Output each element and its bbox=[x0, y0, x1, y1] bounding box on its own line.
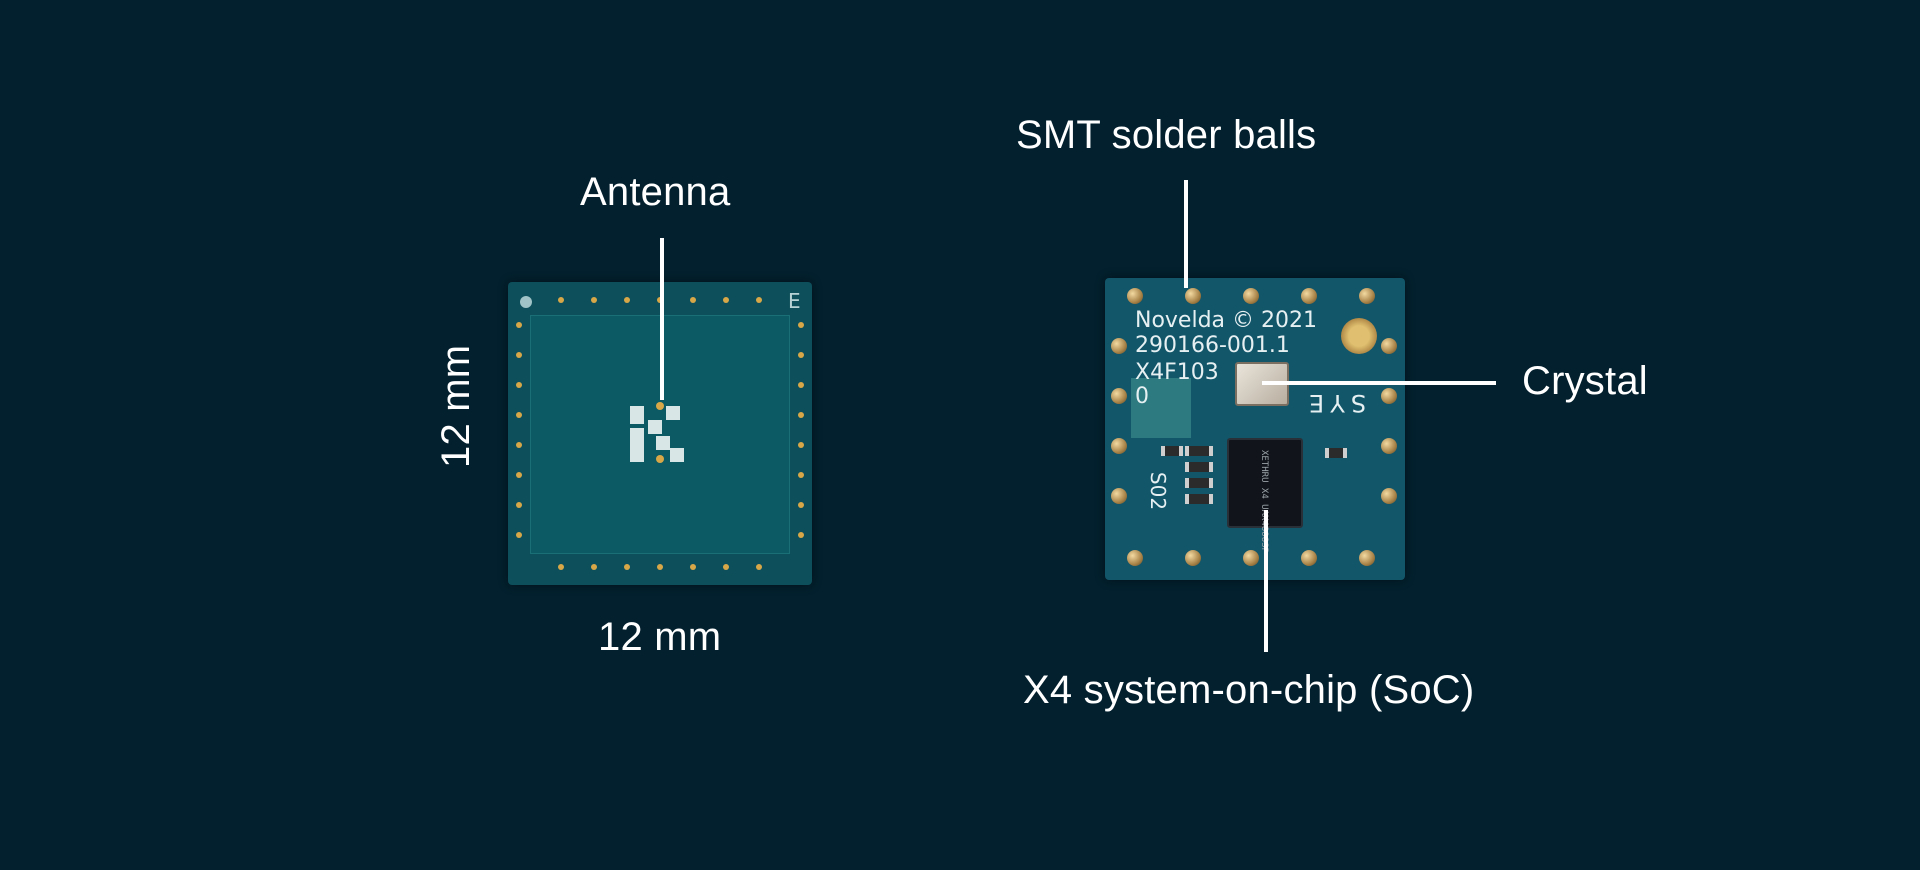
silkscreen-side-text: SYE bbox=[1303, 389, 1367, 417]
gold-pad bbox=[1341, 318, 1377, 354]
label-crystal: Crystal bbox=[1522, 359, 1648, 403]
label-dim-vertical: 12 mm bbox=[434, 344, 478, 468]
leader-crystal bbox=[1262, 381, 1496, 385]
leader-soc bbox=[1264, 510, 1268, 652]
corner-letter: E bbox=[788, 289, 801, 313]
silkscreen-side-text-2: S02 bbox=[1146, 471, 1171, 511]
silkscreen-line1: Novelda © 2021 bbox=[1135, 308, 1318, 333]
silkscreen-line2: 290166-001.1 bbox=[1135, 333, 1290, 358]
label-dim-horizontal: 12 mm bbox=[598, 615, 722, 659]
label-soc: X4 system-on-chip (SoC) bbox=[1023, 668, 1475, 712]
leader-smt-solder-balls bbox=[1184, 180, 1188, 288]
pin1-marker bbox=[520, 296, 532, 308]
silkscreen-line4: 0 bbox=[1135, 384, 1149, 409]
silkscreen-line3: X4F103 bbox=[1135, 360, 1219, 385]
antenna-pattern-icon bbox=[630, 406, 684, 462]
antenna-ground-area bbox=[530, 315, 790, 554]
module-back-view: Novelda © 2021 290166-001.1 X4F103 0 SYE… bbox=[1105, 278, 1405, 580]
label-smt-solder-balls: SMT solder balls bbox=[1016, 113, 1317, 157]
leader-antenna bbox=[660, 238, 664, 400]
label-antenna: Antenna bbox=[580, 170, 731, 214]
front-board-graphics bbox=[630, 402, 684, 463]
